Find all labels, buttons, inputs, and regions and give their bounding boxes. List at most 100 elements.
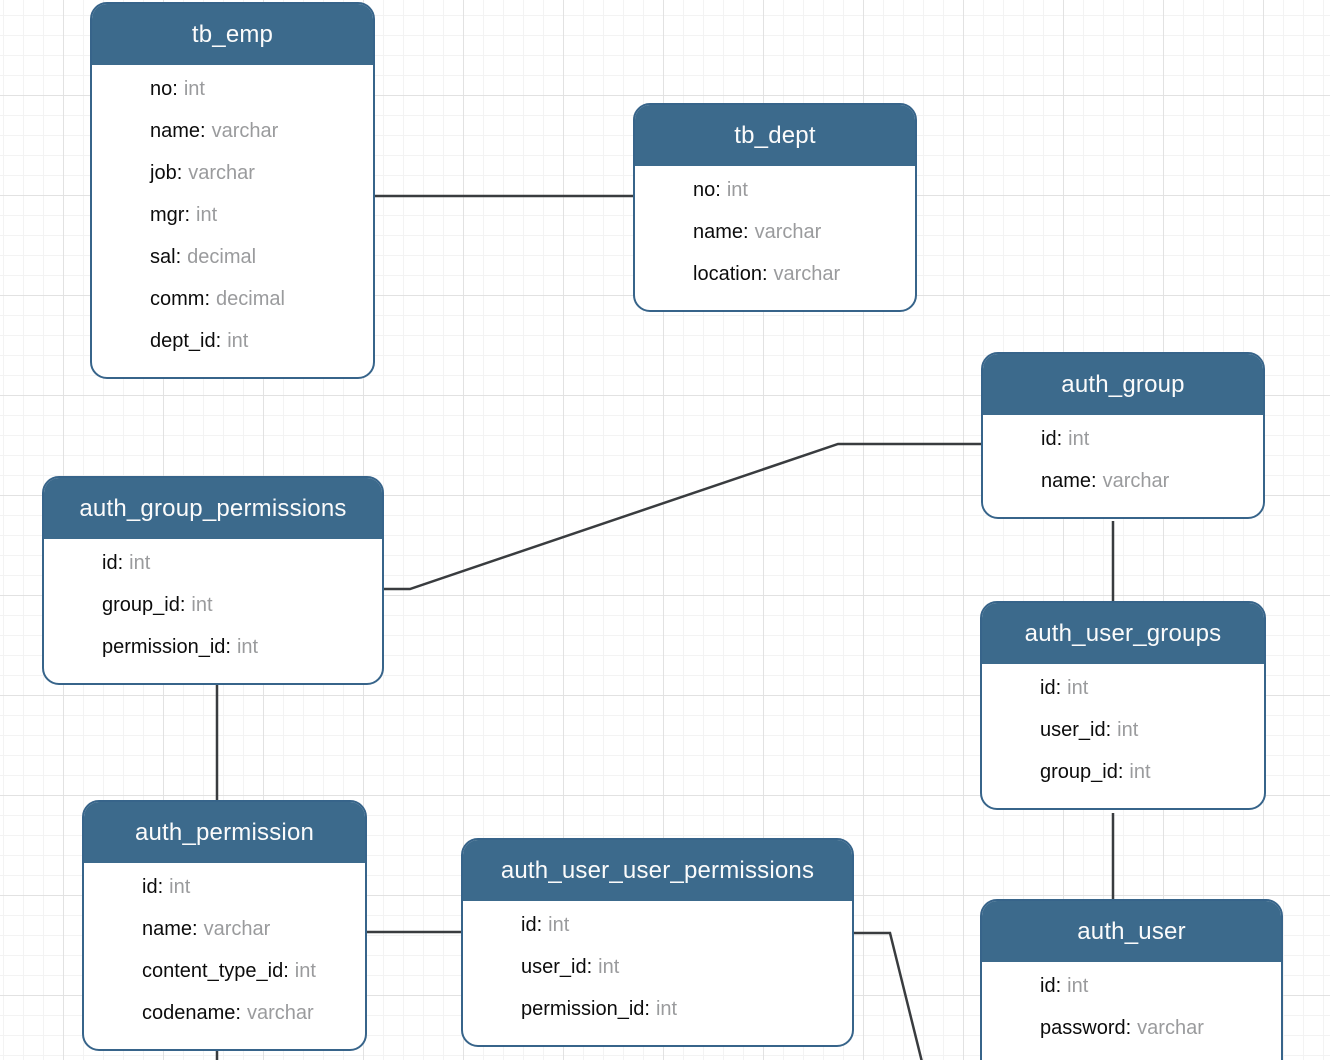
table-body: id:int user_id:int permission_id:int xyxy=(463,901,852,1045)
field-separator: : xyxy=(1117,761,1124,783)
field-separator: : xyxy=(283,960,289,982)
field-row[interactable]: job:varchar xyxy=(150,152,373,194)
field-row[interactable]: user_id:int xyxy=(1040,709,1264,751)
table-auth_user[interactable]: auth_user id:int password:varchar last_l… xyxy=(980,899,1283,1060)
table-body: no:int name:varchar location:varchar xyxy=(635,166,915,310)
field-separator: : xyxy=(761,263,768,285)
field-type: int xyxy=(548,914,570,936)
field-type: int xyxy=(598,956,620,978)
field-separator: : xyxy=(1055,677,1062,699)
field-type: int xyxy=(1117,719,1139,741)
field-separator: : xyxy=(179,594,186,616)
field-row[interactable]: name:varchar xyxy=(150,110,373,152)
field-name: content_type_id xyxy=(142,960,284,982)
field-row[interactable]: id:int xyxy=(1041,418,1263,460)
field-name: permission_id xyxy=(102,636,226,658)
field-row[interactable]: name:varchar xyxy=(1041,460,1263,502)
table-header[interactable]: auth_user xyxy=(982,901,1281,962)
field-separator: : xyxy=(184,204,191,226)
table-auth_group_permissions[interactable]: auth_group_permissions id:int group_id:i… xyxy=(42,476,384,685)
field-type: int xyxy=(191,594,213,616)
field-row[interactable]: name:varchar xyxy=(693,211,915,253)
table-auth_user_groups[interactable]: auth_user_groups id:int user_id:int grou… xyxy=(980,601,1266,810)
field-name: job xyxy=(150,162,177,184)
field-row[interactable]: no:int xyxy=(693,169,915,211)
field-row[interactable]: codename:varchar xyxy=(142,992,365,1034)
table-header[interactable]: tb_emp xyxy=(92,4,373,65)
field-row[interactable]: group_id:int xyxy=(102,584,382,626)
field-separator: : xyxy=(715,179,721,201)
table-body: no:int name:varchar job:varchar mgr:int … xyxy=(92,65,373,377)
field-separator: : xyxy=(235,1002,241,1024)
field-type: varchar xyxy=(246,1002,314,1024)
field-row[interactable]: id:int xyxy=(142,866,365,908)
table-tb_dept[interactable]: tb_dept no:int name:varchar location:var… xyxy=(633,103,917,312)
field-separator: : xyxy=(536,914,543,936)
connector-auth_group_permissions--auth_group[interactable] xyxy=(384,442,981,591)
field-row[interactable]: location:varchar xyxy=(693,253,915,295)
field-row[interactable]: permission_id:int xyxy=(102,626,382,668)
field-name: name xyxy=(1041,470,1092,492)
field-name: dept_id xyxy=(150,330,216,352)
field-type: varchar xyxy=(754,221,822,243)
table-tb_emp[interactable]: tb_emp no:int name:varchar job:varchar m… xyxy=(90,2,375,379)
connector-auth_user_user_permissions--auth_user[interactable] xyxy=(853,931,923,1060)
field-row[interactable]: id:int xyxy=(1040,667,1264,709)
field-row[interactable]: user_id:int xyxy=(521,946,852,988)
table-auth_user_user_permissions[interactable]: auth_user_user_permissions id:int user_i… xyxy=(461,838,854,1047)
field-type: varchar xyxy=(211,120,279,142)
field-row[interactable]: name:varchar xyxy=(142,908,365,950)
field-name: user_id xyxy=(1040,719,1106,741)
field-row[interactable]: mgr:int xyxy=(150,194,373,236)
field-row[interactable]: comm:decimal xyxy=(150,278,373,320)
field-type: int xyxy=(655,998,678,1020)
field-name: mgr xyxy=(150,204,185,226)
field-name: password xyxy=(1040,1017,1126,1039)
table-auth_group[interactable]: auth_group id:int name:varchar xyxy=(981,352,1265,519)
field-type: int xyxy=(236,636,259,658)
field-type: int xyxy=(196,204,218,226)
table-header[interactable]: tb_dept xyxy=(635,105,915,166)
field-type: int xyxy=(1067,975,1089,997)
table-title: auth_user xyxy=(1077,917,1186,945)
table-body: id:int password:varchar last_login:datet… xyxy=(982,962,1281,1060)
field-row[interactable]: password:varchar xyxy=(1040,1007,1281,1049)
field-row[interactable]: sal:decimal xyxy=(150,236,373,278)
field-row[interactable]: permission_id:int xyxy=(521,988,852,1030)
table-title: tb_dept xyxy=(734,121,816,149)
field-name: id xyxy=(142,876,158,898)
field-row[interactable]: id:int xyxy=(521,904,852,946)
field-name: name xyxy=(142,918,193,940)
field-separator: : xyxy=(157,876,164,898)
field-row[interactable]: id:int xyxy=(102,542,382,584)
field-name: id xyxy=(1041,428,1057,450)
field-name: id xyxy=(1040,677,1056,699)
field-separator: : xyxy=(586,956,593,978)
table-auth_permission[interactable]: auth_permission id:int name:varchar cont… xyxy=(82,800,367,1051)
table-header[interactable]: auth_user_user_permissions xyxy=(463,840,852,901)
field-type: decimal xyxy=(187,246,257,268)
field-name: permission_id xyxy=(521,998,645,1020)
table-header[interactable]: auth_permission xyxy=(84,802,365,863)
field-type: varchar xyxy=(203,918,271,940)
field-row[interactable]: no:int xyxy=(150,68,373,110)
table-body: id:int name:varchar content_type_id:int … xyxy=(84,863,365,1049)
table-header[interactable]: auth_user_groups xyxy=(982,603,1264,664)
table-header[interactable]: auth_group_permissions xyxy=(44,478,382,539)
field-row[interactable]: dept_id:int xyxy=(150,320,373,362)
field-row[interactable]: last_login:datetime xyxy=(1040,1049,1281,1060)
table-header[interactable]: auth_group xyxy=(983,354,1263,415)
table-title: auth_user_user_permissions xyxy=(500,856,815,884)
field-type: int xyxy=(129,552,151,574)
table-body: id:int user_id:int group_id:int xyxy=(982,664,1264,808)
field-type: decimal xyxy=(216,288,285,310)
field-name: user_id xyxy=(521,956,587,978)
field-name: id xyxy=(1040,975,1056,997)
field-type: int xyxy=(183,78,205,100)
field-row[interactable]: group_id:int xyxy=(1040,751,1264,793)
field-row[interactable]: id:int xyxy=(1040,965,1281,1007)
field-separator: : xyxy=(204,288,211,310)
field-row[interactable]: content_type_id:int xyxy=(142,950,365,992)
